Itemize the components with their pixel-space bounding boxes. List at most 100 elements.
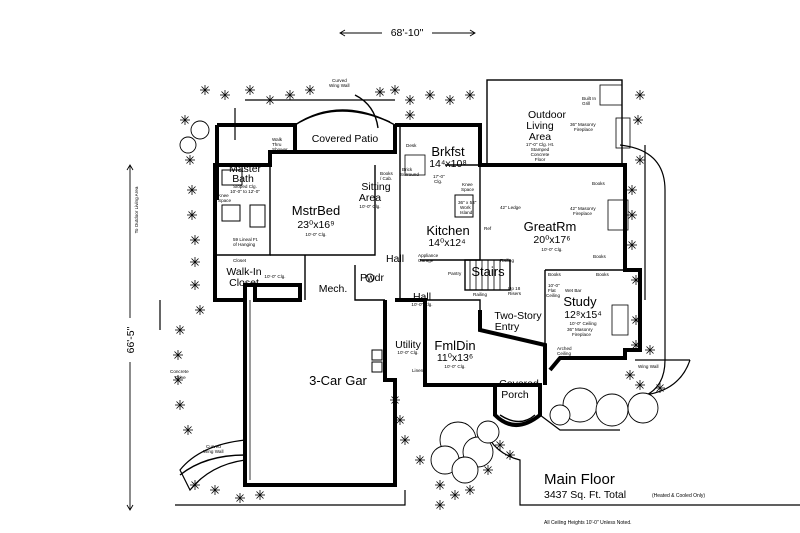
title-ceiling-note: All Ceiling Heights 10'-0" Unless Noted. bbox=[544, 520, 632, 526]
outdoor-living-note-3: Concrete bbox=[531, 152, 550, 157]
shrub bbox=[175, 400, 185, 410]
mech-label: Mech. bbox=[319, 283, 348, 295]
clg-17-2: Clg. bbox=[434, 179, 442, 184]
up-risers-2: Risers bbox=[508, 291, 522, 296]
shrub bbox=[190, 480, 200, 490]
outdoor-fireplace-label-1: 36" Masonry bbox=[570, 122, 596, 127]
shrub bbox=[183, 425, 193, 435]
knee-space-1: Knee bbox=[462, 182, 473, 187]
mstr-bed-clg: 10'-0" Clg. bbox=[305, 232, 326, 237]
brkfst-size: 14⁴x10⁸ bbox=[429, 158, 467, 170]
shrub bbox=[185, 155, 195, 165]
outdoor-fireplace-label-2: Fireplace bbox=[574, 127, 593, 132]
shrub bbox=[187, 185, 197, 195]
great-fireplace-1: 42" Masonry bbox=[570, 206, 596, 211]
fml-din-clg: 10'-0" Clg. bbox=[444, 364, 465, 369]
kitchen-label: Kitchen bbox=[426, 223, 469, 238]
shrub bbox=[195, 305, 205, 315]
sitting-label-2: Area bbox=[359, 192, 381, 204]
builtin-grill-label-2: Grill bbox=[582, 101, 590, 106]
shrub bbox=[175, 325, 185, 335]
master-bath-label-2: Bath bbox=[232, 173, 254, 185]
shrub bbox=[285, 90, 295, 100]
books-cab-1: Books bbox=[380, 171, 393, 176]
shrub bbox=[465, 90, 475, 100]
brick-surround-1: Brick bbox=[402, 167, 413, 172]
width-dimension: 68'-10" bbox=[339, 25, 476, 39]
arched-ceiling-2: Ceiling bbox=[557, 351, 571, 356]
walk-thru-shower-2: Thru bbox=[272, 142, 282, 147]
shrub bbox=[495, 440, 505, 450]
stairs-label: Stairs bbox=[471, 264, 505, 279]
books-3: Books bbox=[548, 272, 561, 277]
books-4: Books bbox=[596, 272, 609, 277]
garage-label: 3-Car Gar bbox=[309, 373, 367, 388]
width-dimension-label: 68'-10" bbox=[391, 27, 424, 39]
landscaping bbox=[159, 85, 800, 510]
shrub bbox=[190, 235, 200, 245]
curved-wing-wall-bottom-2: Wing Wall bbox=[203, 449, 224, 454]
walk-in-label-2: Closet bbox=[229, 277, 259, 289]
concrete-drive-2: Drive bbox=[175, 375, 186, 380]
shrub bbox=[465, 485, 475, 495]
outdoor-living-note-4: Floor bbox=[535, 157, 546, 162]
wing-wall-right: Wing Wall bbox=[638, 364, 659, 369]
depth-dimension: 66'-5" To Outdoor Living Area bbox=[123, 164, 139, 511]
plan-notes: Curved Wing Wall Curved Wing Wall Wing W… bbox=[170, 78, 659, 454]
shrub bbox=[220, 90, 230, 100]
tree-cluster-left bbox=[430, 420, 500, 484]
shrub bbox=[245, 85, 255, 95]
study-label: Study bbox=[563, 294, 597, 309]
railing-2: Railing bbox=[473, 292, 487, 297]
title-main: Main Floor bbox=[544, 471, 615, 488]
ref-label: Ref bbox=[484, 226, 492, 231]
walk-thru-shower-1: Walk bbox=[272, 137, 283, 142]
shrub bbox=[635, 90, 645, 100]
study-fireplace-2: Fireplace bbox=[572, 332, 591, 337]
knee-space-bath-1: Knee bbox=[218, 193, 229, 198]
flat-ceiling-1: 10'-0" bbox=[548, 283, 560, 288]
shrub bbox=[235, 493, 245, 503]
wet-bar: Wet Bar bbox=[565, 288, 582, 293]
master-bath-note-1: Sloped Clg. bbox=[233, 184, 257, 189]
linear-ft-2: of Hanging bbox=[233, 242, 256, 247]
tree-cluster-right bbox=[549, 387, 659, 427]
sitting-label-1: Sitting bbox=[361, 181, 390, 193]
appliance-garage-2: Garage bbox=[418, 258, 434, 263]
stairs-graphic bbox=[464, 259, 511, 291]
covered-porch-label-2: Porch bbox=[501, 389, 529, 401]
hall-label-1: Hall bbox=[386, 253, 404, 265]
appliance-garage-1: Appliance bbox=[418, 253, 439, 258]
utility-label: Utility bbox=[395, 339, 421, 351]
shrub bbox=[450, 490, 460, 500]
shrub bbox=[405, 110, 415, 120]
outdoor-living-label-3: Area bbox=[529, 131, 551, 143]
outdoor-living-label-1: Outdoor bbox=[528, 109, 566, 121]
shrub bbox=[400, 435, 410, 445]
shrub bbox=[200, 85, 210, 95]
linear-ft-1: 59 Lineal Ft. bbox=[233, 237, 258, 242]
shrub bbox=[655, 383, 665, 393]
shrub bbox=[635, 155, 645, 165]
room-labels: Covered Patio Outdoor Living Area 17'-0"… bbox=[226, 96, 601, 401]
shrub bbox=[255, 490, 265, 500]
linen-label: Linen bbox=[412, 368, 424, 373]
great-fireplace-2: Fireplace bbox=[573, 211, 592, 216]
kitchen-size: 14⁰x12⁴ bbox=[428, 237, 465, 249]
study-clg: 10'-0" Ceiling bbox=[569, 321, 596, 326]
shrub bbox=[173, 350, 183, 360]
master-bath-note-2: 10'-0" to 12'-0" bbox=[230, 189, 260, 194]
fml-din-label: FmlDin bbox=[434, 338, 475, 353]
shrub bbox=[305, 85, 315, 95]
sitting-clg: 10'-0" Clg. bbox=[359, 204, 380, 209]
flat-ceiling-2: Flat bbox=[548, 288, 556, 293]
books-cab-2: / Cab. bbox=[380, 176, 392, 181]
outdoor-living-note-2: Stamped bbox=[531, 147, 550, 152]
pwdr-label: Pwdr bbox=[360, 272, 384, 284]
mstr-bed-size: 23⁰x16⁹ bbox=[297, 219, 334, 231]
outdoor-living-note-1: 17'-0" Clg. Ht. bbox=[526, 142, 554, 147]
flat-ceiling-3: Ceiling bbox=[546, 293, 560, 298]
desk-label: Desk bbox=[406, 143, 417, 148]
books-1: Books bbox=[592, 181, 605, 186]
shrub bbox=[435, 480, 445, 490]
